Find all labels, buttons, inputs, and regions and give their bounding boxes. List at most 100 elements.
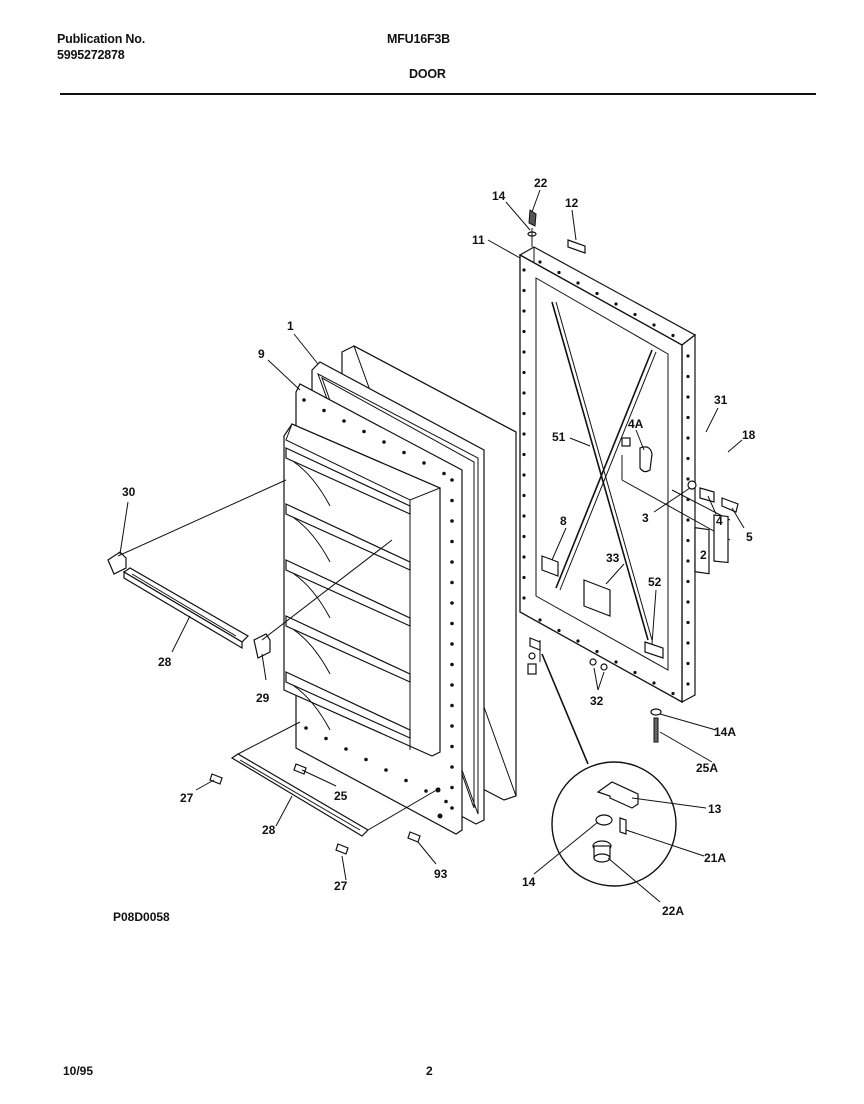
door-shelf — [285, 503, 411, 571]
door-shelf — [285, 447, 411, 515]
callout-3: 3 — [642, 511, 649, 525]
screw-hole — [522, 329, 526, 334]
callout-25: 25 — [334, 789, 348, 803]
callout-14-inset: 14 — [522, 875, 536, 889]
screw-hole — [324, 736, 328, 741]
screw-hole — [633, 670, 637, 675]
screw-hole — [450, 560, 454, 564]
screw-hole — [444, 799, 448, 804]
screw-hole — [522, 575, 526, 580]
callout-25A: 25A — [696, 761, 718, 775]
shelf-curve — [293, 629, 331, 675]
callout-22: 22 — [534, 176, 548, 190]
screw-hole — [686, 395, 690, 399]
screw-hole — [595, 291, 599, 296]
callout-5: 5 — [746, 530, 753, 544]
screw-hole — [522, 452, 526, 457]
screw-hole — [686, 600, 690, 604]
screw-hole — [557, 628, 561, 633]
callout-32: 32 — [590, 694, 604, 708]
screw-hole — [522, 288, 526, 293]
callout-14: 14 — [492, 189, 506, 203]
shelf-curve — [293, 461, 331, 507]
screw-hole — [450, 580, 454, 585]
screw-hole — [686, 559, 690, 563]
callouts: 22 14 12 11 1 9 31 18 51 4A 30 3 4 5 8 2… — [119, 176, 756, 918]
screw-hole — [342, 419, 346, 423]
callout-27-upper: 27 — [180, 791, 194, 805]
screw-hole — [595, 649, 599, 654]
screw-hole — [362, 429, 366, 434]
screw-hole — [686, 374, 690, 379]
callout-4: 4 — [716, 514, 723, 528]
inner-door-liner — [283, 383, 463, 835]
hinge-detail-inset — [541, 653, 677, 887]
callout-52: 52 — [648, 575, 662, 589]
screw-hole — [686, 620, 690, 625]
screw-hole — [522, 350, 526, 354]
screw-hole — [522, 534, 526, 539]
shelf-curve — [293, 573, 331, 619]
screw-hole — [450, 806, 454, 810]
screw-hole — [304, 726, 308, 730]
section-title: DOOR — [409, 67, 446, 81]
door-shelf — [285, 671, 411, 739]
screw-hole — [522, 268, 526, 272]
diagram-code: P08D0058 — [113, 910, 170, 924]
callout-28-upper: 28 — [158, 655, 172, 669]
callout-30: 30 — [122, 485, 136, 499]
screw-hole — [522, 473, 526, 477]
screw-hole — [450, 683, 454, 687]
screw-hole — [402, 450, 406, 455]
callout-9: 9 — [258, 347, 265, 361]
screw-hole — [450, 724, 454, 728]
screw-hole — [344, 747, 348, 751]
publication-label: Publication No. — [57, 32, 145, 46]
screw-hole — [450, 744, 454, 749]
screw-hole — [450, 601, 454, 605]
callout-22A: 22A — [662, 904, 684, 918]
header-rule — [60, 93, 816, 95]
callout-33: 33 — [606, 551, 620, 565]
screw-hole — [522, 432, 526, 436]
screw-hole — [450, 519, 454, 523]
screw-hole — [384, 768, 388, 772]
screw-hole — [576, 639, 580, 643]
screw-hole — [382, 440, 386, 444]
screw-hole — [522, 493, 526, 498]
screw-hole — [422, 461, 426, 465]
screw-hole — [522, 514, 526, 518]
screw-hole — [671, 333, 675, 338]
screw-hole — [686, 436, 690, 440]
screw-hole — [686, 354, 690, 358]
publication-number: 5995272878 — [57, 48, 125, 62]
screw-hole — [424, 789, 428, 793]
screw-hole — [450, 785, 454, 790]
outer-door-panel — [518, 209, 739, 743]
screw-hole — [450, 662, 454, 667]
callout-27-lower: 27 — [334, 879, 348, 893]
screw-hole — [671, 691, 675, 696]
shelf-curve — [293, 685, 331, 731]
screw-hole — [522, 411, 526, 416]
screw-hole — [450, 498, 454, 503]
screw-hole — [450, 765, 454, 769]
callout-13: 13 — [708, 802, 722, 816]
screw-hole — [450, 642, 454, 646]
screw-hole — [450, 703, 454, 708]
shelf-bar-lower — [209, 721, 443, 855]
screw-hole — [322, 408, 326, 413]
screw-hole — [450, 478, 454, 482]
screw-hole — [633, 312, 637, 317]
door-shelf — [285, 615, 411, 683]
page-number: 2 — [426, 1064, 433, 1078]
screw-hole — [557, 270, 561, 275]
screw-hole — [538, 260, 542, 264]
callout-4A: 4A — [628, 417, 644, 431]
model-number: MFU16F3B — [387, 32, 450, 46]
door-shelf — [285, 559, 411, 627]
screw-hole — [450, 539, 454, 544]
callout-2: 2 — [700, 548, 707, 562]
screw-hole — [522, 309, 526, 313]
